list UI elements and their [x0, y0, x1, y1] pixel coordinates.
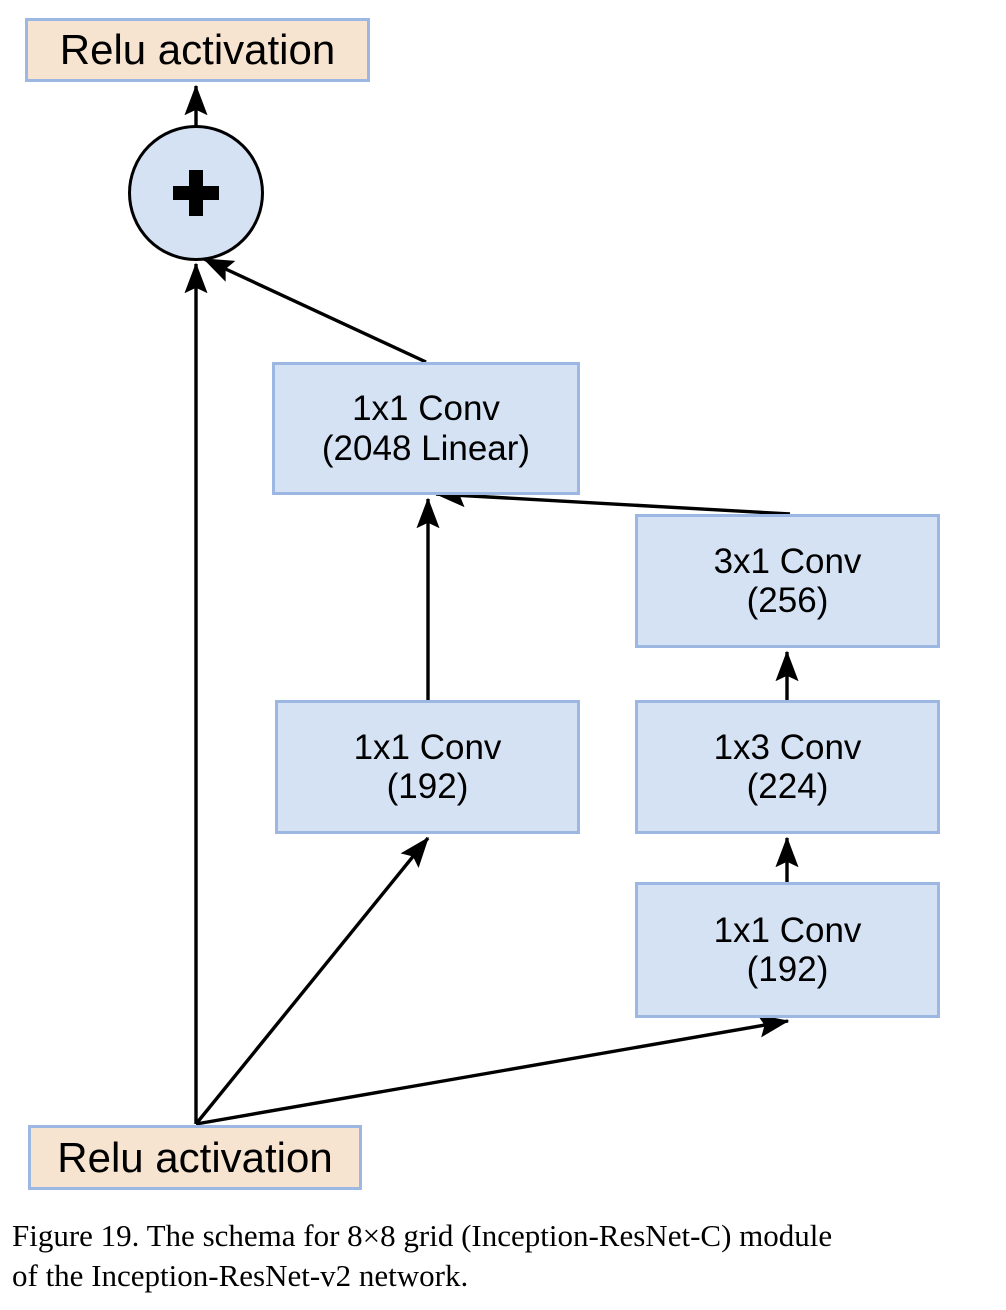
node-relu-activation-bottom[interactable]: Relu activation — [28, 1125, 362, 1190]
node-label-line2: (2048 Linear) — [321, 428, 531, 468]
plus-icon — [173, 170, 219, 216]
edge-relu-bottom-to-conv1x1-192-right — [195, 1014, 790, 1126]
node-label-line1: 1x1 Conv — [713, 910, 862, 950]
node-label-line1: 1x1 Conv — [353, 727, 502, 767]
node-label-line2: (256) — [746, 581, 829, 620]
node-label-line2: (224) — [746, 767, 829, 806]
edge-conv2048-to-add — [202, 257, 427, 364]
node-conv-1x1-192-left[interactable]: 1x1 Conv (192) — [275, 700, 580, 834]
node-label: Relu activation — [57, 1133, 333, 1181]
figure-caption-line-2: of the Inception-ResNet-v2 network. — [12, 1258, 469, 1294]
edge-conv3x1-256-to-conv2048 — [434, 484, 791, 516]
node-residual-add[interactable] — [128, 125, 264, 261]
node-conv-1x1-192-right[interactable]: 1x1 Conv (192) — [635, 882, 940, 1018]
node-label-line2: (192) — [746, 950, 829, 989]
node-label-line2: (192) — [386, 767, 469, 806]
node-label-line1: 1x1 Conv — [352, 389, 500, 429]
node-label: Relu activation — [59, 26, 336, 74]
node-label-line1: 3x1 Conv — [713, 541, 862, 581]
figure-caption: Figure 19. The schema for 8×8 grid (Ince… — [12, 1216, 994, 1297]
edge-relu-bottom-to-conv1x1-192-left — [194, 836, 430, 1126]
node-conv-1x3-224[interactable]: 1x3 Conv (224) — [635, 700, 940, 834]
node-label-line1: 1x3 Conv — [713, 727, 862, 767]
figure-caption-line-1: Figure 19. The schema for 8×8 grid (Ince… — [12, 1218, 833, 1253]
node-relu-activation-top[interactable]: Relu activation — [25, 18, 370, 82]
node-conv-1x1-2048-linear[interactable]: 1x1 Conv (2048 Linear) — [272, 362, 580, 495]
diagram-edges-layer — [184, 84, 799, 1126]
node-conv-3x1-256[interactable]: 3x1 Conv (256) — [635, 514, 940, 648]
